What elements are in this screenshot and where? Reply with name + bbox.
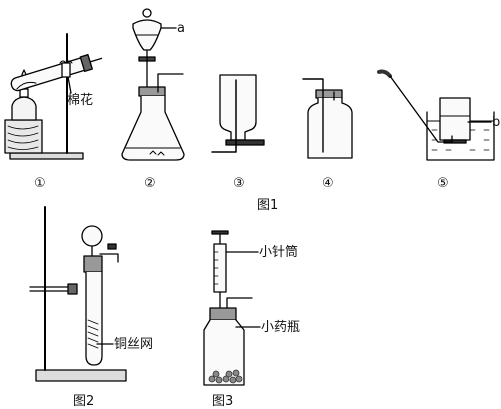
delivery-tube [89, 57, 103, 63]
alcohol-lamp [11, 96, 37, 121]
figure-3-caption: 图3 [212, 394, 233, 409]
stand-2-base [35, 369, 127, 382]
bottle-pellets-icon [208, 369, 243, 384]
small-medicine-bottle [203, 319, 245, 386]
bottle-6-side-tube [226, 297, 253, 309]
trough [426, 111, 495, 161]
large-test-tube [85, 271, 103, 366]
copper-mesh-icon [87, 319, 99, 349]
stand-base [9, 152, 84, 160]
funnel-stopper [142, 8, 152, 18]
tube-2-side-tube [99, 253, 119, 263]
trough-delivery-tube [389, 75, 453, 143]
bottle-4-tube [302, 78, 324, 153]
apparatus-number-2: ② [144, 176, 156, 191]
flask-side-tube [157, 73, 184, 93]
apparatus-3-collecting-bottle [211, 74, 265, 153]
figure-2-apparatus [29, 206, 127, 382]
apparatus-number-5: ⑤ [437, 176, 449, 191]
bottle-3-stopper [225, 139, 265, 146]
flask-stopper [138, 86, 166, 97]
syringe-scale-marks [213, 251, 219, 285]
figure-1-caption: 图1 [257, 198, 278, 213]
copper-mesh-label: 铜丝网 [114, 337, 153, 352]
apparatus-5-water-trough [377, 69, 495, 161]
label-a: a [177, 21, 185, 36]
bottle-6-stopper [209, 307, 237, 321]
cotton-label: 棉花 [67, 92, 93, 108]
tube-2-stopper [83, 255, 103, 273]
test-tube-clamp [61, 62, 71, 78]
figure-3-apparatus [203, 230, 261, 386]
tube-solid [16, 81, 37, 90]
syringe-label: 小针筒 [259, 244, 298, 260]
dropping-funnel-bulb [81, 225, 103, 247]
apparatus-4-collecting-bottle [302, 78, 353, 159]
figure-2-caption: 图2 [73, 394, 94, 409]
apparatus-number-3: ③ [233, 176, 245, 191]
bottle-label: 小药瓶 [261, 320, 300, 335]
bottle-4-stopper [315, 89, 343, 99]
bottle-3 [219, 74, 257, 141]
label-b: b [492, 115, 500, 130]
stopcock-2-icon [107, 243, 117, 250]
inverted-collecting-bottle [439, 97, 471, 141]
rubber-tube-icon [377, 69, 392, 78]
bottle-4 [307, 97, 353, 159]
bottle-3-tube [211, 79, 237, 153]
flask-solid-pieces [149, 150, 165, 156]
wood-grain [7, 125, 39, 150]
apparatus-2-flask-with-funnel [121, 8, 185, 161]
apparatus-1-heating-setup [4, 33, 103, 160]
apparatus-number-1: ① [34, 176, 46, 191]
clamp-2-knob [67, 283, 78, 295]
conical-flask [121, 95, 185, 161]
apparatus-number-4: ④ [322, 176, 334, 191]
